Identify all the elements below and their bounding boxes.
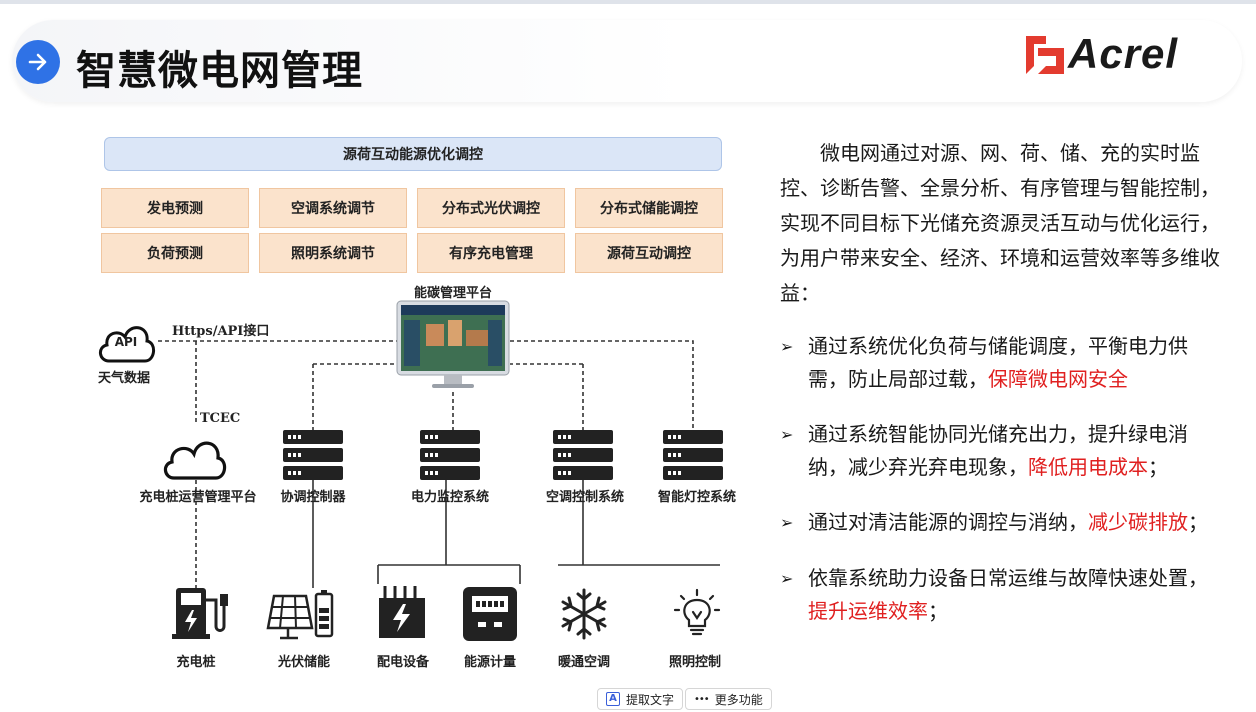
bullet-highlight: 减少碳排放 [1088, 510, 1188, 534]
more-icon: ••• [694, 693, 710, 705]
bullet-tail: ； [928, 599, 948, 623]
bullet-marker-icon: ➢ [780, 569, 794, 588]
benefit-bullet: ➢ 通过系统智能协同光储充出力，提升绿电消纳，减少弃光弃电现象，降低用电成本； [780, 418, 1220, 484]
charging-platform-label: 充电桩运营管理平台 [139, 490, 257, 505]
function-box: 空调系统调节 [259, 188, 407, 228]
acrel-logo-icon [1026, 36, 1064, 74]
bullet-marker-icon: ➢ [780, 425, 794, 444]
function-box: 源荷互动调控 [575, 233, 723, 273]
header-bar [12, 20, 1242, 102]
server-icon [553, 430, 613, 480]
optimization-banner: 源荷互动能源优化调控 [104, 137, 722, 171]
benefit-bullet: ➢ 通过对清洁能源的调控与消纳，减少碳排放； [780, 506, 1220, 539]
bullet-marker-icon: ➢ [780, 513, 794, 532]
device-label: 配电设备 [376, 655, 430, 670]
page-title: 智慧微电网管理 [76, 48, 363, 94]
bullet-text: 通过对清洁能源的调控与消纳， [808, 510, 1088, 534]
server-label: 智能灯控系统 [657, 490, 737, 505]
server-label: 电力监控系统 [410, 490, 490, 505]
hvac-snowflake-icon [561, 588, 607, 640]
cloud-icon [163, 441, 227, 480]
energy-meter-icon [463, 587, 517, 641]
device-label: 光伏储能 [277, 655, 331, 670]
bullet-text: 通过系统智能协同光储充出力，提升绿电消纳，减少弃光弃电现象， [808, 422, 1188, 479]
monitor-icon [396, 300, 510, 388]
logo-text: Acrel [1068, 30, 1179, 77]
device-label: 照明控制 [668, 655, 722, 670]
function-box: 发电预测 [101, 188, 249, 228]
bullet-highlight: 降低用电成本 [1028, 455, 1148, 479]
bullet-highlight: 保障微电网安全 [988, 367, 1128, 391]
api-interface-label: Https/API接口 [172, 324, 270, 339]
tcec-label: TCEC [200, 411, 241, 426]
function-box: 有序充电管理 [417, 233, 565, 273]
function-box: 分布式光伏调控 [417, 188, 565, 228]
function-box: 分布式储能调控 [575, 188, 723, 228]
server-label: 协调控制器 [280, 490, 346, 505]
device-label: 暖通空调 [557, 655, 611, 670]
arrow-right-icon [16, 40, 60, 84]
more-functions-button[interactable]: ••• 更多功能 [685, 688, 772, 710]
server-icon [283, 430, 343, 480]
bullet-marker-icon: ➢ [780, 337, 794, 356]
api-cloud-icon [99, 326, 155, 363]
function-box: 照明系统调节 [259, 233, 407, 273]
bullet-tail: ； [1148, 455, 1168, 479]
top-border [0, 0, 1256, 4]
bullet-text: 通过系统优化负荷与储能调度，平衡电力供需，防止局部过载， [808, 334, 1188, 391]
extract-text-label: 提取文字 [626, 692, 675, 707]
platform-label: 能碳管理平台 [413, 286, 493, 301]
more-functions-label: 更多功能 [714, 692, 763, 707]
bullet-text: 依靠系统助力设备日常运维与故障快速处置， [808, 566, 1208, 590]
device-label: 充电桩 [176, 655, 216, 670]
lighting-bulb-icon [673, 588, 721, 636]
server-icon [663, 430, 723, 480]
weather-data-label: 天气数据 [97, 371, 151, 386]
extract-text-button[interactable]: A 提取文字 [597, 688, 684, 710]
server-icon [420, 430, 480, 480]
device-label: 能源计量 [463, 655, 517, 670]
distribution-equipment-icon [379, 586, 425, 638]
description-paragraph: 微电网通过对源、网、荷、储、充的实时监控、诊断告警、全景分析、有序管理与智能控制… [780, 141, 1220, 305]
bullet-highlight: 提升运维效率 [808, 599, 928, 623]
connector-lines [158, 340, 720, 588]
benefit-bullet: ➢ 依靠系统助力设备日常运维与故障快速处置， 提升运维效率； [780, 562, 1220, 628]
charging-pile-icon [172, 588, 228, 639]
server-label: 空调控制系统 [545, 490, 625, 505]
extract-text-icon: A [606, 692, 620, 706]
pv-storage-icon [266, 590, 334, 640]
function-box: 负荷预测 [101, 233, 249, 273]
benefit-bullet: ➢ 通过系统优化负荷与储能调度，平衡电力供需，防止局部过载，保障微电网安全 [780, 330, 1220, 396]
bullet-tail: ； [1188, 510, 1208, 534]
api-icon-text: API [114, 335, 138, 349]
